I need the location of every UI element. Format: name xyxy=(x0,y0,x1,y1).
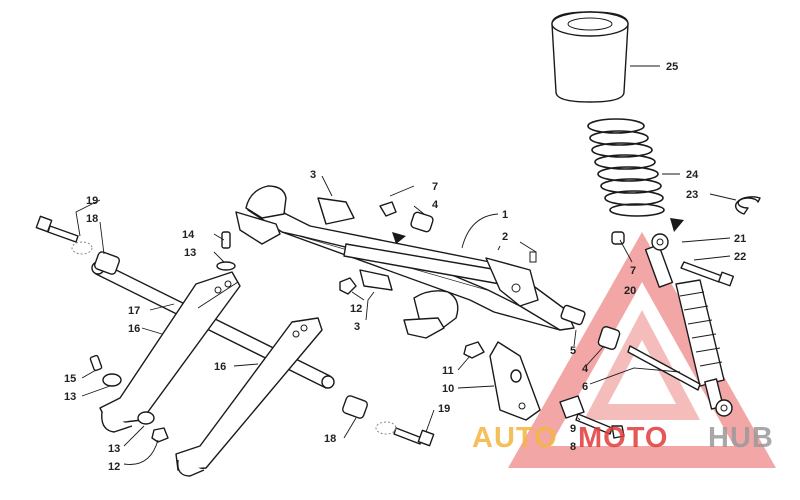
callout-2: 2 xyxy=(502,231,508,243)
callout-13-lower: 13 xyxy=(108,443,120,455)
arm-16-left xyxy=(99,271,241,433)
bushing-18-left xyxy=(94,251,120,275)
bolt-14 xyxy=(216,231,236,271)
callout-6: 6 xyxy=(582,381,588,393)
washer-13-lower xyxy=(137,411,169,443)
callout-labels: 25 24 23 21 22 7 20 1 2 3 7 4 12 3 19 18… xyxy=(64,61,746,473)
callout-4-upper: 4 xyxy=(432,199,439,211)
callout-15: 15 xyxy=(64,373,76,385)
callout-11: 11 xyxy=(442,365,454,377)
callout-12-lower: 12 xyxy=(108,461,120,473)
watermark-part-auto: AUTO xyxy=(472,422,558,454)
callout-7-right: 7 xyxy=(630,265,636,277)
spring-retainer-clip xyxy=(735,196,761,215)
callout-19-right: 19 xyxy=(438,403,450,415)
leader-lines xyxy=(75,65,737,465)
callout-25: 25 xyxy=(666,61,678,73)
callout-14: 14 xyxy=(182,229,195,241)
bolt-15 xyxy=(89,354,122,387)
watermark-inner-triangle-icon xyxy=(584,310,700,420)
callout-8: 8 xyxy=(570,441,576,453)
watermark-logo xyxy=(508,232,776,468)
callout-16-right: 16 xyxy=(214,361,226,373)
callout-16-left: 16 xyxy=(128,323,140,335)
bushing-4-upper xyxy=(410,211,434,233)
arm-16-right xyxy=(175,317,323,477)
slide-block-lower xyxy=(359,269,393,291)
callout-22: 22 xyxy=(734,251,746,263)
watermark-text: AUTO MOTO HUB xyxy=(472,422,774,454)
slide-block-upper xyxy=(317,197,355,225)
callout-17: 17 xyxy=(128,305,140,317)
direction-arrow-right xyxy=(670,218,684,232)
shock-boot xyxy=(551,11,629,103)
watermark-part-hub: HUB xyxy=(708,422,774,454)
bushing-4-lower xyxy=(597,326,621,350)
callout-10: 10 xyxy=(442,383,454,395)
callout-9: 9 xyxy=(570,423,576,435)
coil-spring xyxy=(587,118,665,217)
watermark-triangle-icon xyxy=(508,232,776,468)
bushing-18-right xyxy=(342,395,368,419)
callout-18-right: 18 xyxy=(324,433,336,445)
swing-arm-assembly xyxy=(235,185,586,339)
bolt-19-right xyxy=(375,421,435,447)
callout-23: 23 xyxy=(686,189,698,201)
bushing-7-upper xyxy=(379,201,397,217)
grease-fitting xyxy=(529,251,537,263)
callout-19-left: 19 xyxy=(86,195,98,207)
shock-bolt-22 xyxy=(680,261,735,287)
direction-arrow-left xyxy=(392,232,406,244)
bracket-10 xyxy=(489,341,541,421)
callout-4-lower: 4 xyxy=(582,363,589,375)
bolt-9-8 xyxy=(559,395,625,439)
bolt-19-left xyxy=(35,215,93,255)
callout-5: 5 xyxy=(570,345,576,357)
callout-24: 24 xyxy=(686,169,699,181)
callout-12-upper: 12 xyxy=(350,303,362,315)
nut-12-upper xyxy=(339,277,357,295)
shock-body xyxy=(644,233,733,417)
callout-18-left: 18 xyxy=(86,213,98,225)
callout-3-upper: 3 xyxy=(310,169,316,181)
callout-13-middle: 13 xyxy=(64,391,76,403)
callout-3-lower: 3 xyxy=(354,321,360,333)
nut-11 xyxy=(463,341,485,359)
callout-1: 1 xyxy=(502,209,508,221)
callout-7-upper: 7 xyxy=(432,181,438,193)
callout-13-upper: 13 xyxy=(184,247,196,259)
watermark-part-moto: MOTO xyxy=(578,422,668,454)
shock-bushing-top xyxy=(611,231,625,245)
callout-20: 20 xyxy=(624,285,636,297)
callout-21: 21 xyxy=(734,233,746,245)
